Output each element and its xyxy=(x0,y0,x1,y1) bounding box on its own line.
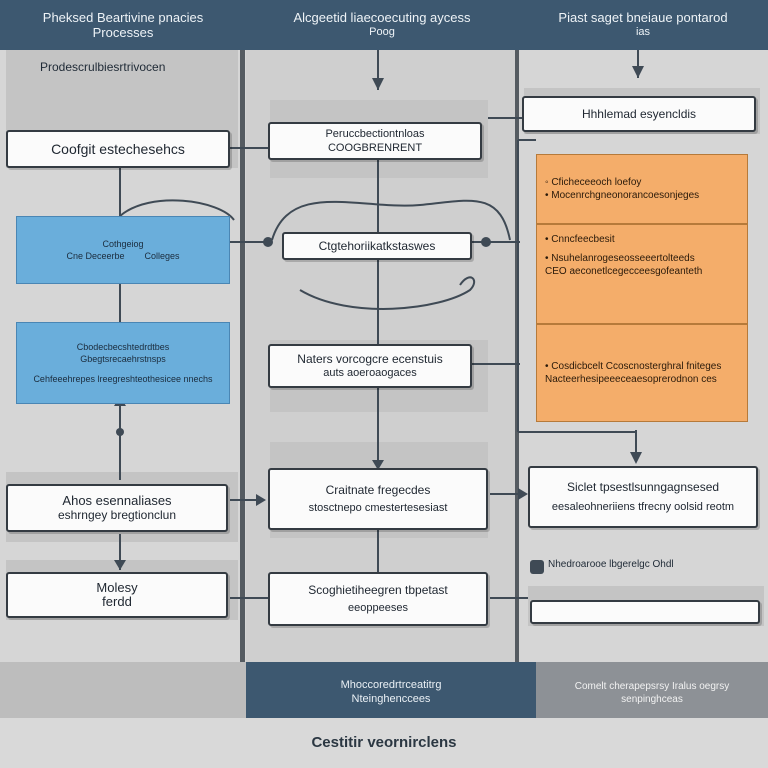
left-box-estimates-text: Coofgit estechesehcs xyxy=(51,141,185,157)
right-input-bar xyxy=(530,600,760,624)
middle-box-2-text: Ctgtehoriikatkstaswes xyxy=(318,239,436,253)
right-orange-box-1-line1: ◦ Cficheceeoch loefoy xyxy=(545,177,642,188)
footer-bottom-bg xyxy=(0,718,768,768)
footer-center-line1: Mhoccoredrtrceatitrg xyxy=(340,679,442,691)
header-right-title: Piast saget bneiaue pontarod xyxy=(558,10,728,25)
middle-box-2: Ctgtehoriikatkstaswes xyxy=(282,232,472,260)
footer-center-line2: Nteinghenccees xyxy=(351,693,431,705)
left-box-estimates: Coofgit estechesehcs xyxy=(6,130,230,168)
left-divider xyxy=(240,50,245,662)
header-middle-title: Alcgeetid liaecoecuting aycess xyxy=(293,10,471,25)
middle-box-1: Peruccbectiontnloas COOGBRENRENT xyxy=(268,122,482,160)
middle-box-5-line2: eeoppeeses xyxy=(348,602,408,614)
footer-left-bg xyxy=(0,662,246,718)
right-orange-box-1-line2: • Mocenrchgneonorancoesonjeges xyxy=(545,190,700,201)
footer-right-line1: Comelt cherapepsrsy Iralus oegrsy xyxy=(574,681,730,692)
left-box-essentials-line2: eshrngey bregtionclun xyxy=(57,508,177,522)
left-blue-box-2: Cbodecbecshtedrdtbes Gbegtsrecaehrstnsps… xyxy=(16,322,230,404)
middle-box-1-line1: Peruccbectiontnloas xyxy=(325,128,425,140)
header-right: Piast saget bneiaue pontarod ias xyxy=(518,0,768,50)
header-left-title: Pheksed Beartivine pnacies xyxy=(42,10,204,25)
middle-box-3-line1: Naters vorcogcre ecenstuis xyxy=(297,352,443,366)
left-blue-box-2-line2: Gbegtsrecaehrstnsps xyxy=(80,354,166,364)
right-box-1: Hhhlemad esyencldis xyxy=(522,96,756,132)
middle-box-5-line1: Scoghietiheegren tbpetast xyxy=(308,583,448,597)
right-orange-box-3: • Cosdicbcelt Ccoscnosterghral fniteges … xyxy=(536,324,748,422)
footer-main-title: Cestitir veornirclens xyxy=(311,734,457,751)
middle-box-1-line2: COOGBRENRENT xyxy=(327,142,423,154)
left-box-molesy-line1: Molesy xyxy=(96,580,138,595)
left-box-essentials-line1: Ahos esennaliases xyxy=(62,493,172,508)
right-orange-box-2-line2: • Nsuhelanrogeseosseeertolteeds xyxy=(545,253,695,264)
left-column-label: Prodescrulbiesrtrivocen xyxy=(40,60,166,74)
left-blue-box-1: Cothgeiog Cne Deceerbe Colleges xyxy=(16,216,230,284)
header-middle-subtitle: Poog xyxy=(369,26,395,38)
left-box-molesy: Molesy ferdd xyxy=(6,572,228,618)
right-box-1-text: Hhhlemad esyencldis xyxy=(581,107,697,121)
footer-right: Comelt cherapepsrsy Iralus oegrsy senpin… xyxy=(536,662,768,718)
left-blue-box-1-line2: Cne Deceerbe Colleges xyxy=(66,251,180,261)
gear-icon xyxy=(530,560,544,574)
left-box-essentials: Ahos esennaliases eshrngey bregtionclun xyxy=(6,484,228,532)
right-orange-box-1: ◦ Cficheceeoch loefoy • Mocenrchgneonora… xyxy=(536,154,748,224)
footer-center: Mhoccoredrtrceatitrg Nteinghenccees xyxy=(246,662,536,718)
middle-box-3-line2: auts aoeroaogaces xyxy=(323,367,417,379)
right-box-2-line1: Siclet tpsestlsunngagnsesed xyxy=(566,480,720,494)
right-orange-box-2-line3: CEO aeconetlcegecceesgofeanteth xyxy=(545,266,703,277)
right-orange-box-2: • Cnncfeecbesit • Nsuhelanrogeseosseeert… xyxy=(536,224,748,324)
right-box-2-line2: eesaleohneriiens tfrecny oolsid reotm xyxy=(551,501,735,513)
middle-box-5: Scoghietiheegren tbpetast eeoppeeses xyxy=(268,572,488,626)
right-label-2: Nhedroarooe lbgerelgc Ohdl xyxy=(548,559,674,570)
right-orange-box-2-line1: • Cnncfeecbesit xyxy=(545,234,615,245)
left-blue-box-1-line1: Cothgeiog xyxy=(102,239,144,249)
middle-box-4: Craitnate fregecdes stosctnepo cmesterte… xyxy=(268,468,488,530)
middle-box-4-line2: stosctnepo cmestertesesiast xyxy=(308,502,448,514)
left-blue-box-2-line1: Cbodecbecshtedrdtbes xyxy=(76,342,170,352)
right-box-2: Siclet tpsestlsunngagnsesed eesaleohneri… xyxy=(528,466,758,528)
left-blue-box-2-line3: Cehfeeehrepes lreegreshteothesicee nnech… xyxy=(33,374,213,384)
middle-box-4-line1: Craitnate fregecdes xyxy=(325,483,431,497)
right-orange-box-3-line1: • Cosdicbcelt Ccoscnosterghral fniteges xyxy=(545,361,722,372)
footer-right-line2: senpinghceas xyxy=(621,694,683,705)
left-box-molesy-line2: ferdd xyxy=(102,594,132,609)
header-left-subtitle: Processes xyxy=(92,25,154,40)
header-middle: Alcgeetid liaecoecuting aycess Poog xyxy=(246,0,518,50)
middle-box-3: Naters vorcogcre ecenstuis auts aoeroaog… xyxy=(268,344,472,388)
header-left: Pheksed Beartivine pnacies Processes xyxy=(0,0,246,50)
right-orange-box-3-line2: Nacteerhesipeeeceaesoprerodnon ces xyxy=(545,374,717,385)
header-right-subtitle: ias xyxy=(635,26,651,38)
